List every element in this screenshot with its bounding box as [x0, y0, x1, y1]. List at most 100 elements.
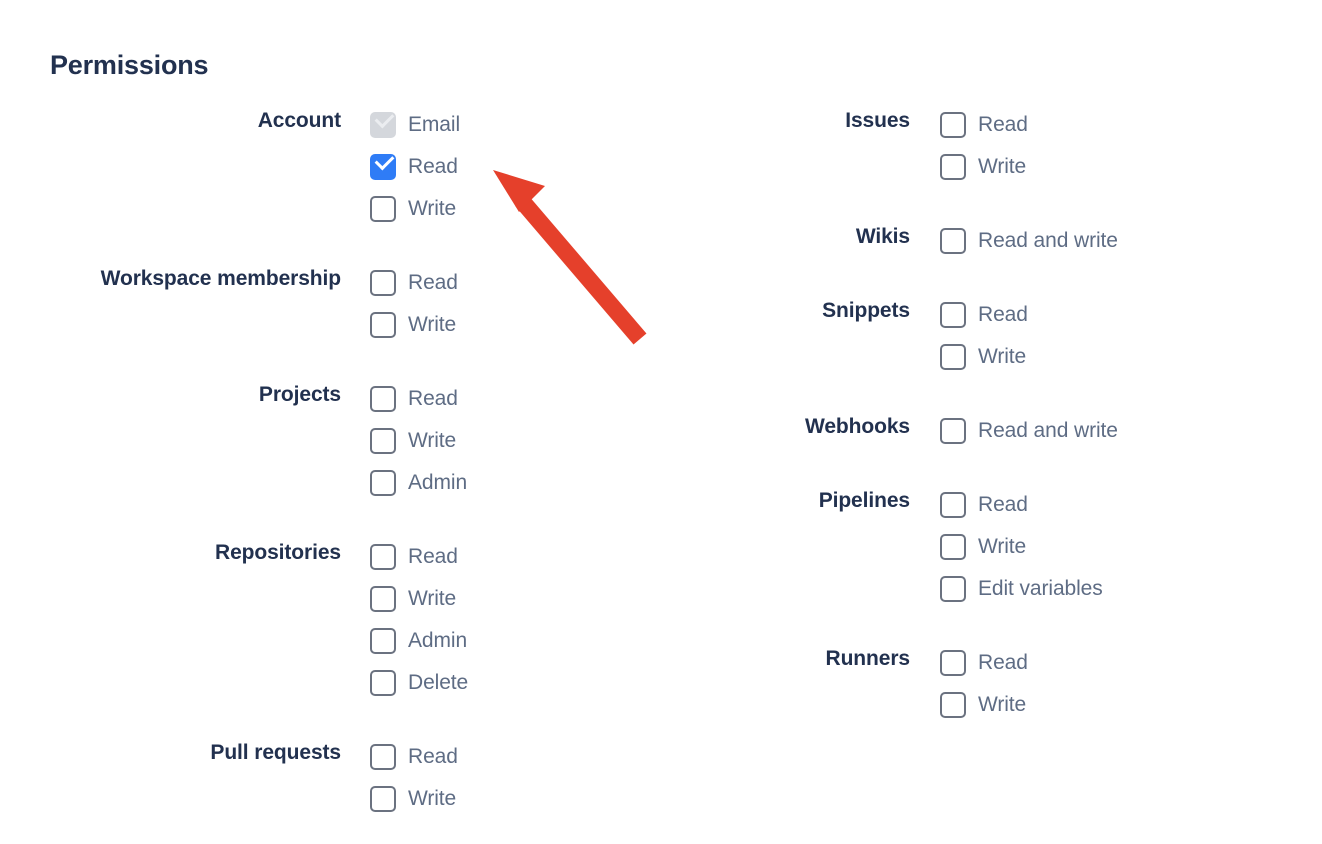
group-label-issues: Issues: [845, 109, 910, 132]
option-row-account-write[interactable]: Write: [370, 188, 460, 230]
option-row-repositories-admin[interactable]: Admin: [370, 620, 468, 662]
group-label-wikis: Wikis: [855, 225, 910, 248]
checkbox-pull-requests-read[interactable]: [370, 744, 396, 770]
checkbox-snippets-read[interactable]: [940, 302, 966, 328]
option-label-wikis-read-and-write[interactable]: Read and write: [978, 229, 1118, 252]
checkbox-issues-write[interactable]: [940, 154, 966, 180]
checkbox-wikis-read-and-write[interactable]: [940, 228, 966, 254]
checkbox-snippets-write[interactable]: [940, 344, 966, 370]
option-label-webhooks-read-and-write[interactable]: Read and write: [978, 419, 1118, 442]
option-row-account-read[interactable]: Read: [370, 146, 460, 188]
option-label-runners-read[interactable]: Read: [978, 651, 1028, 674]
checkbox-projects-admin[interactable]: [370, 470, 396, 496]
group-label-account: Account: [257, 109, 341, 132]
group-label-workspace-membership: Workspace membership: [100, 267, 341, 290]
option-label-pipelines-write[interactable]: Write: [978, 535, 1027, 558]
option-label-account-email[interactable]: Email: [408, 113, 461, 136]
checkbox-webhooks-read-and-write[interactable]: [940, 418, 966, 444]
option-label-projects-read[interactable]: Read: [408, 387, 458, 410]
group-label-repositories: Repositories: [215, 541, 341, 564]
checkbox-pull-requests-write[interactable]: [370, 786, 396, 812]
option-row-repositories-delete[interactable]: Delete: [370, 662, 468, 704]
option-label-pull-requests-read[interactable]: Read: [408, 745, 458, 768]
option-row-issues-write[interactable]: Write: [940, 146, 1028, 188]
group-label-snippets: Snippets: [822, 299, 910, 322]
checkbox-pipelines-write[interactable]: [940, 534, 966, 560]
option-row-pipelines-edit-variables[interactable]: Edit variables: [940, 568, 1103, 610]
option-label-workspace-membership-write[interactable]: Write: [408, 313, 457, 336]
option-row-projects-write[interactable]: Write: [370, 420, 467, 462]
option-row-workspace-membership-write[interactable]: Write: [370, 304, 458, 346]
check-icon: [374, 150, 395, 171]
checkbox-issues-read[interactable]: [940, 112, 966, 138]
option-label-account-write[interactable]: Write: [408, 197, 457, 220]
checkbox-repositories-write[interactable]: [370, 586, 396, 612]
checkbox-projects-write[interactable]: [370, 428, 396, 454]
page-title: Permissions: [50, 50, 209, 80]
option-row-issues-read[interactable]: Read: [940, 104, 1028, 146]
option-row-repositories-write[interactable]: Write: [370, 578, 468, 620]
option-row-runners-read[interactable]: Read: [940, 642, 1028, 684]
checkbox-runners-read[interactable]: [940, 650, 966, 676]
option-list-webhooks: Read and write: [940, 410, 1118, 452]
option-label-issues-read[interactable]: Read: [978, 113, 1028, 136]
checkbox-workspace-membership-read[interactable]: [370, 270, 396, 296]
checkbox-workspace-membership-write[interactable]: [370, 312, 396, 338]
option-label-issues-write[interactable]: Write: [978, 155, 1027, 178]
option-label-projects-write[interactable]: Write: [408, 429, 457, 452]
option-label-repositories-delete[interactable]: Delete: [408, 671, 469, 694]
checkbox-pipelines-read[interactable]: [940, 492, 966, 518]
option-label-workspace-membership-read[interactable]: Read: [408, 271, 458, 294]
option-row-pull-requests-read[interactable]: Read: [370, 736, 458, 778]
checkbox-account-write[interactable]: [370, 196, 396, 222]
checkbox-runners-write[interactable]: [940, 692, 966, 718]
option-label-pull-requests-write[interactable]: Write: [408, 787, 457, 810]
option-row-pipelines-write[interactable]: Write: [940, 526, 1103, 568]
group-label-pull-requests: Pull requests: [210, 741, 341, 764]
checkbox-repositories-delete[interactable]: [370, 670, 396, 696]
option-row-workspace-membership-read[interactable]: Read: [370, 262, 458, 304]
option-row-pipelines-read[interactable]: Read: [940, 484, 1103, 526]
option-label-repositories-write[interactable]: Write: [408, 587, 457, 610]
option-row-wikis-read-and-write[interactable]: Read and write: [940, 220, 1118, 262]
option-label-pipelines-read[interactable]: Read: [978, 493, 1028, 516]
option-label-snippets-write[interactable]: Write: [978, 345, 1027, 368]
group-label-runners: Runners: [825, 647, 911, 670]
checkbox-account-email: [370, 108, 396, 138]
option-label-repositories-admin[interactable]: Admin: [408, 629, 468, 652]
checkbox-repositories-read[interactable]: [370, 544, 396, 570]
option-row-pull-requests-write[interactable]: Write: [370, 778, 458, 820]
option-row-projects-admin[interactable]: Admin: [370, 462, 467, 504]
checkbox-account-read[interactable]: [370, 150, 396, 180]
option-label-runners-write[interactable]: Write: [978, 693, 1027, 716]
option-row-snippets-read[interactable]: Read: [940, 294, 1028, 336]
option-label-pipelines-edit-variables[interactable]: Edit variables: [978, 577, 1103, 600]
checkbox-pipelines-edit-variables[interactable]: [940, 576, 966, 602]
option-row-repositories-read[interactable]: Read: [370, 536, 468, 578]
checkbox-repositories-admin[interactable]: [370, 628, 396, 654]
checkbox-projects-read[interactable]: [370, 386, 396, 412]
option-row-projects-read[interactable]: Read: [370, 378, 467, 420]
option-label-repositories-read[interactable]: Read: [408, 545, 458, 568]
option-label-snippets-read[interactable]: Read: [978, 303, 1028, 326]
option-row-webhooks-read-and-write[interactable]: Read and write: [940, 410, 1118, 452]
option-label-account-read[interactable]: Read: [408, 155, 458, 178]
check-icon: [374, 108, 395, 129]
option-label-projects-admin[interactable]: Admin: [408, 471, 468, 494]
option-row-account-email[interactable]: Email: [370, 104, 460, 146]
option-row-runners-write[interactable]: Write: [940, 684, 1028, 726]
option-row-snippets-write[interactable]: Write: [940, 336, 1028, 378]
